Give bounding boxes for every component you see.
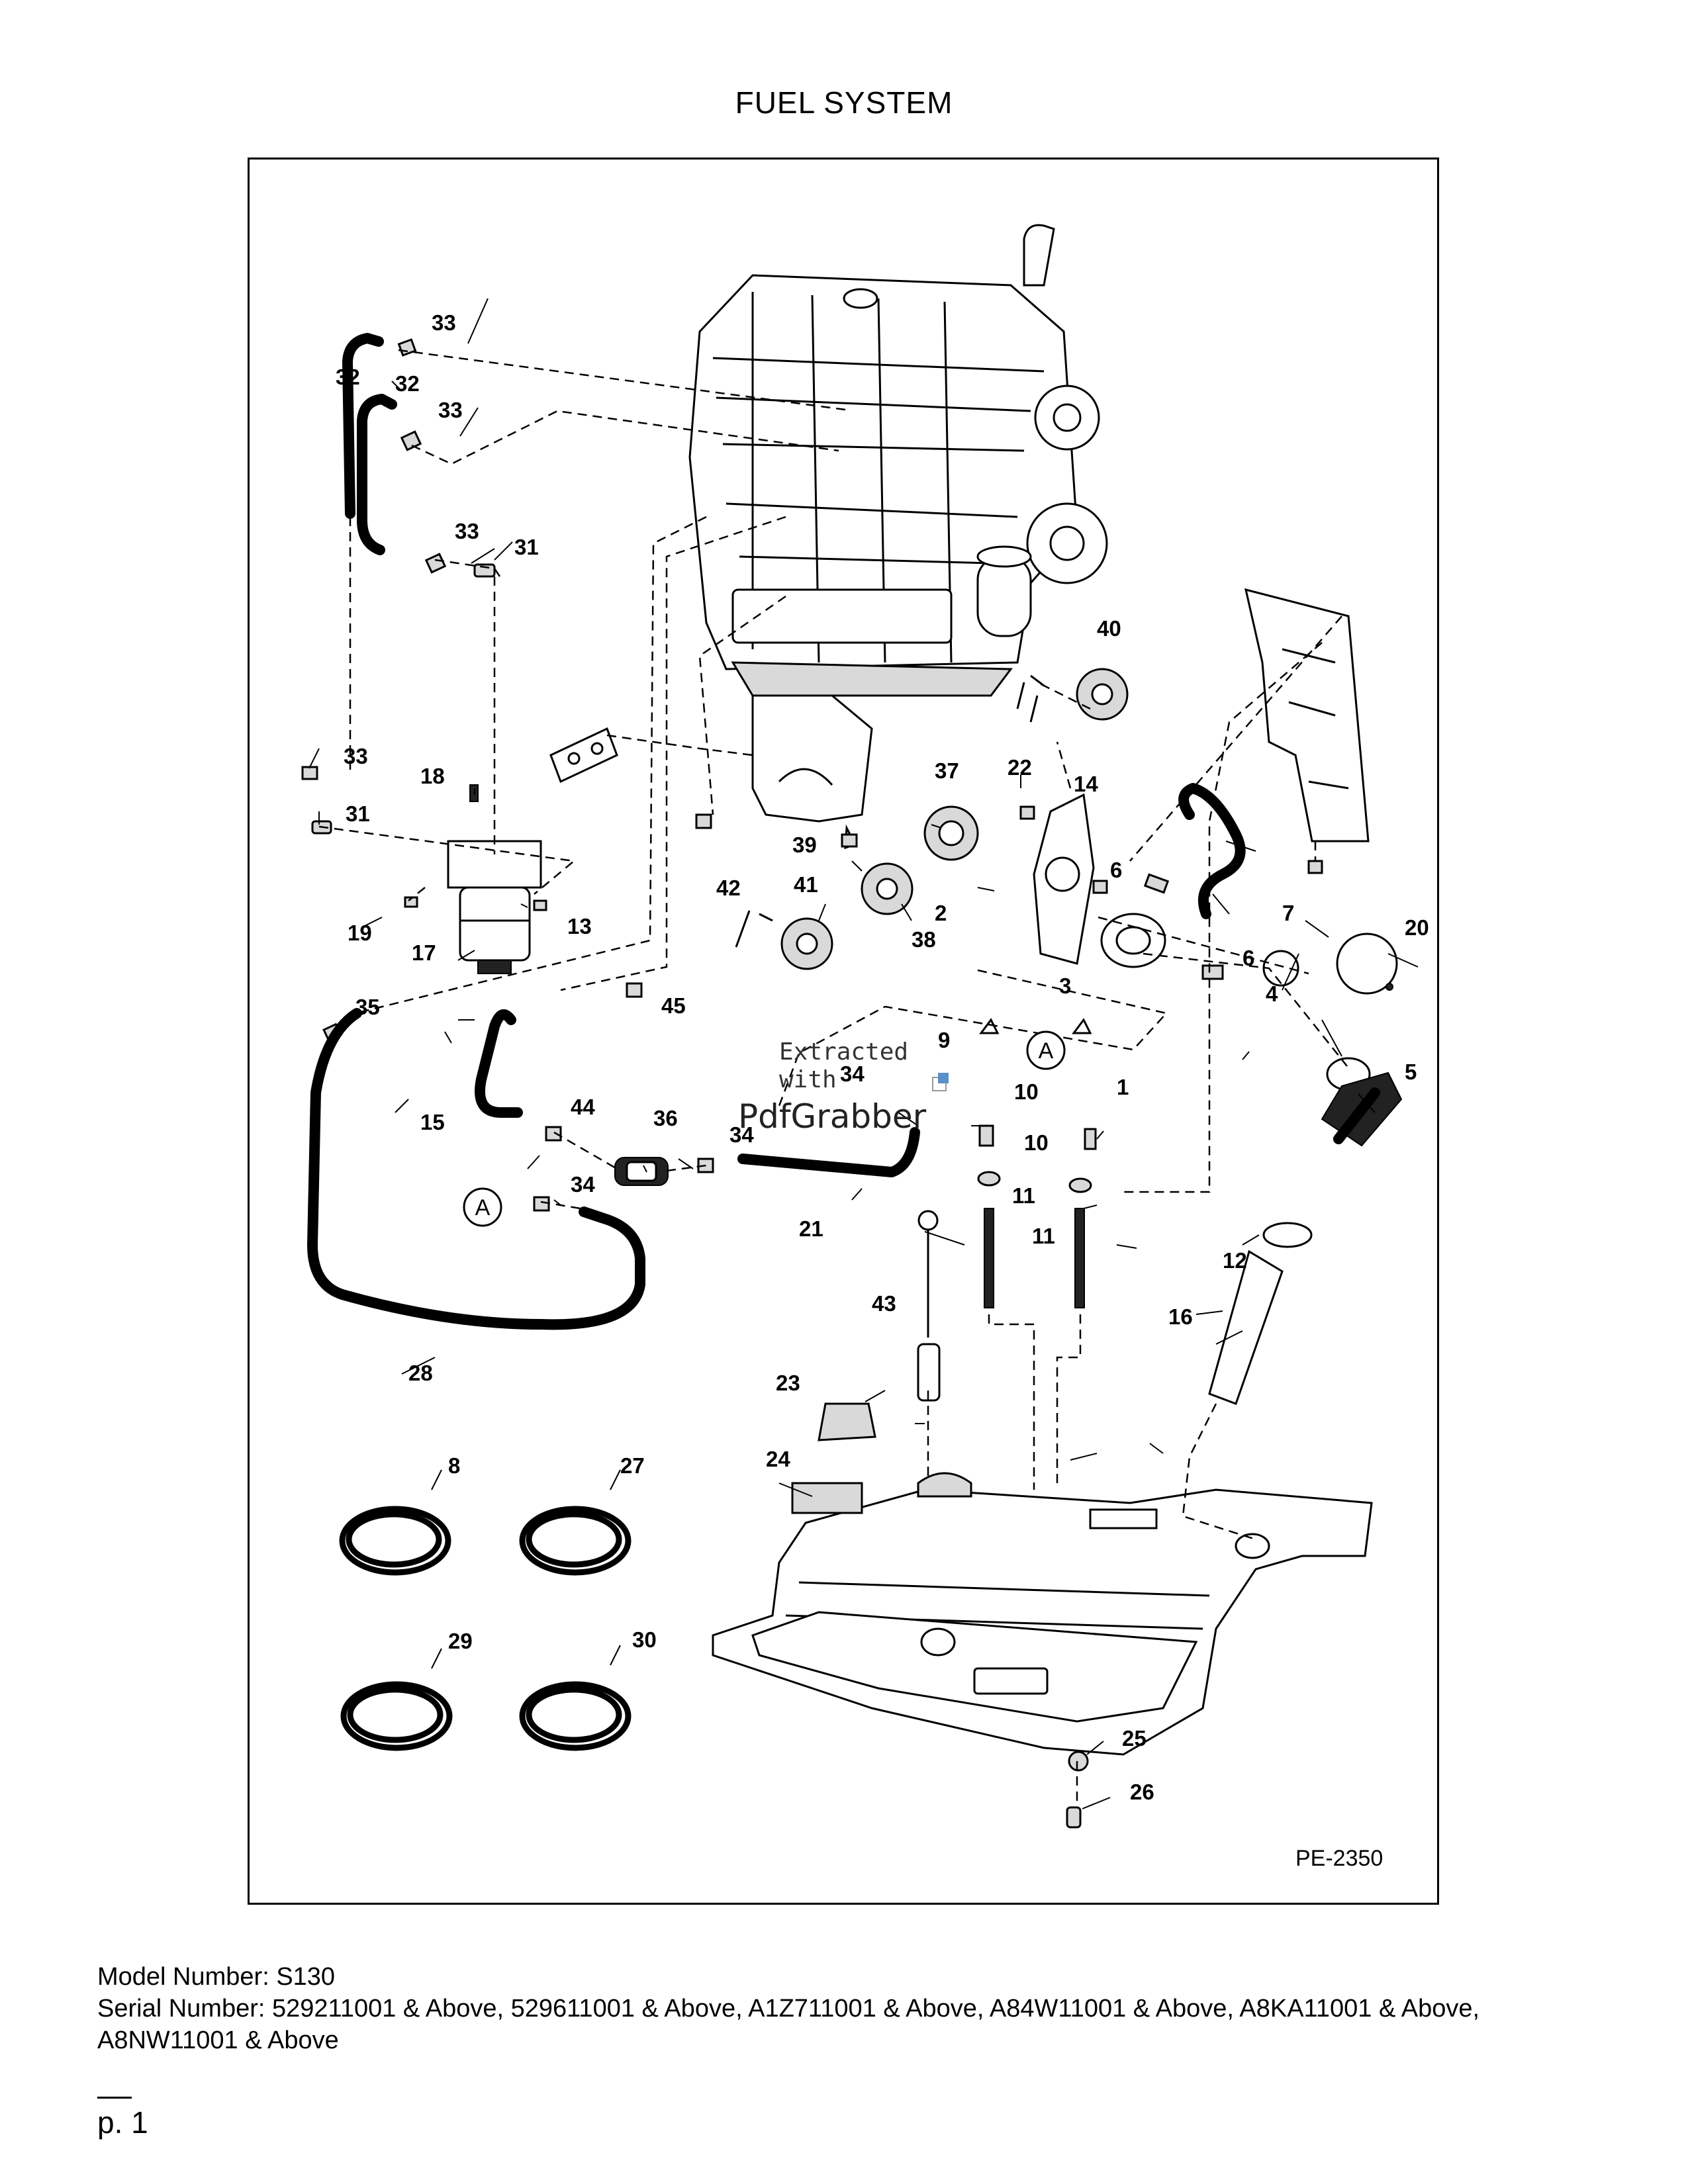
fuel-tank-bracket [1244,588,1370,842]
callout-32b: 32 [395,371,420,396]
fuel-level-sender [818,1124,1097,1441]
footer-rule [97,2097,132,2099]
callout-21: 21 [799,1216,823,1241]
callout-25: 25 [1122,1726,1147,1751]
callout-33b: 33 [438,398,463,422]
engine-assembly [688,224,1108,697]
callout-44: 44 [571,1095,595,1119]
callout-1: 1 [1117,1075,1129,1099]
svg-text:PdfGrabber: PdfGrabber [738,1097,927,1136]
callout-23: 23 [776,1371,800,1395]
callout-numbers: 1 2 3 4 5 6 6 7 8 9 10 10 11 11 12 13 14… [336,310,1429,1804]
svg-text:Extracted: Extracted [779,1038,908,1066]
callout-3: 3 [1059,974,1071,998]
model-number: Model Number: S130 [97,1963,336,1991]
callout-31b: 31 [346,801,370,826]
callout-18: 18 [420,764,445,788]
callout-12: 12 [1223,1248,1247,1273]
callout-43: 43 [872,1291,896,1316]
callout-14: 14 [1074,772,1098,796]
callout-11b: 11 [1032,1224,1055,1248]
callout-9: 9 [938,1028,950,1052]
callout-34a: 34 [840,1062,865,1086]
callout-28: 28 [408,1361,433,1385]
fuel-caps [735,668,1129,970]
callout-4: 4 [1266,981,1278,1006]
callout-32a: 32 [336,365,360,389]
callout-leaders [308,298,1419,1809]
fuel-hoses [307,333,1246,1330]
callout-39: 39 [792,833,817,857]
callout-29: 29 [448,1629,473,1653]
callout-6a: 6 [1110,858,1122,882]
page-number: p. 1 [97,2105,148,2140]
callout-5: 5 [1405,1060,1417,1084]
callout-19: 19 [348,921,372,945]
callout-26: 26 [1130,1780,1154,1804]
callout-45: 45 [661,993,686,1018]
svg-text:A: A [1039,1038,1054,1064]
callout-31a: 31 [514,535,539,559]
callout-7: 7 [1282,901,1294,925]
callout-33c: 33 [455,519,479,543]
connector-ref-a: A A [463,1030,1066,1227]
svg-text:with: with [779,1066,837,1093]
callout-16: 16 [1168,1304,1193,1329]
callout-15: 15 [420,1110,445,1134]
serial-number: Serial Number: 529211001 & Above, 529611… [97,1995,1480,2054]
fuel-tank [712,1472,1373,1829]
callout-11a: 11 [1012,1183,1035,1208]
hose-coils [339,1506,632,1751]
fuel-system-diagram: A A Extracted with PdfGrabber 1 2 3 4 5 … [301,224,1429,1871]
callout-42: 42 [716,876,741,900]
callout-17: 17 [412,940,436,965]
callout-34b: 34 [729,1122,754,1147]
diagram-code: PE-2350 [1295,1846,1383,1871]
callout-33a: 33 [432,310,456,335]
diagram-frame: A A Extracted with PdfGrabber 1 2 3 4 5 … [248,158,1439,1905]
callout-27: 27 [620,1453,645,1478]
callout-20: 20 [1405,915,1429,940]
callout-40: 40 [1097,616,1121,641]
callout-24: 24 [766,1447,790,1471]
callout-33d: 33 [344,744,368,768]
callout-22: 22 [1008,755,1032,780]
callout-35: 35 [355,995,380,1019]
callout-41: 41 [794,872,818,897]
callout-36: 36 [653,1106,678,1130]
page-title: FUEL SYSTEM [735,85,953,120]
callout-8: 8 [448,1453,460,1478]
callout-6b: 6 [1243,946,1254,970]
callout-10a: 10 [1014,1079,1039,1104]
callout-2: 2 [935,901,947,925]
callout-34c: 34 [571,1172,595,1197]
filler-neck-assembly [1033,793,1403,1405]
callout-38: 38 [912,927,936,952]
callout-10b: 10 [1024,1130,1049,1155]
callout-37: 37 [935,758,959,783]
svg-text:A: A [475,1195,491,1220]
assembly-leader-lines [318,349,1348,1804]
pdfgrabber-watermark: Extracted with PdfGrabber [738,1038,949,1136]
engine-mount-bracket [751,694,873,823]
callout-30: 30 [632,1627,657,1652]
fuel-filter-assembly [447,727,618,974]
callout-13: 13 [567,914,592,938]
